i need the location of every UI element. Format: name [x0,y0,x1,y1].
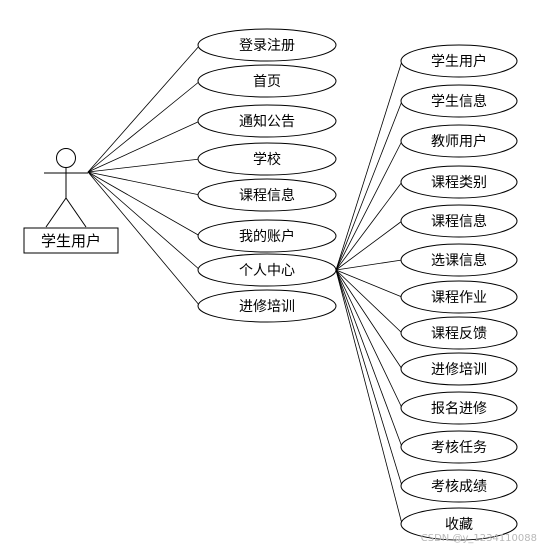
use-case-primary-5: 我的账户 [197,219,337,253]
use-case-center-4: 课程信息 [400,204,518,238]
use-case-center-8: 进修培训 [400,352,518,386]
assoc-actor-to-uc-0 [87,44,201,173]
actor-label-box [23,227,119,254]
use-case-center-12-label: 收藏 [445,517,473,533]
assoc-center-to-uc-12 [335,269,403,525]
use-case-primary-7-label: 进修培训 [239,299,295,315]
assoc-center-to-uc-5 [335,259,403,271]
use-case-primary-0-ellipse [197,28,337,62]
use-case-primary-1: 首页 [197,64,337,98]
use-case-primary-0: 登录注册 [197,28,337,62]
assoc-actor-to-uc-3 [87,158,201,173]
assoc-center-to-uc-7 [335,269,403,334]
use-case-center-9: 报名进修 [400,391,518,425]
use-case-center-0: 学生用户 [400,44,518,78]
use-case-center-6: 课程作业 [400,280,518,314]
use-case-primary-1-ellipse [197,64,337,98]
use-case-center-8-ellipse [400,352,518,386]
actor-label: 学生用户 [41,232,101,250]
use-case-center-2: 教师用户 [400,124,518,158]
use-case-center-5-ellipse [400,243,518,277]
use-case-primary-7-ellipse [197,289,337,323]
use-case-primary-5-label: 我的账户 [239,228,295,245]
use-case-center-10-ellipse [400,430,518,464]
assoc-center-to-uc-0 [335,60,403,271]
use-case-primary-6-label: 个人中心 [239,263,295,279]
assoc-actor-to-uc-2 [87,120,201,173]
use-case-center-1-label: 学生信息 [431,93,487,110]
assoc-actor-to-uc-7 [87,171,201,307]
use-case-center-3-ellipse [400,165,518,199]
watermark: CSDN @y_1234110088 [421,533,537,544]
assoc-center-to-uc-8 [335,269,403,370]
use-case-center-7: 课程反馈 [400,316,518,350]
use-case-center-4-ellipse [400,204,518,238]
assoc-center-to-uc-2 [335,140,403,271]
use-case-center-3: 课程类别 [400,165,518,199]
use-case-primary-2: 通知公告 [197,104,337,138]
use-case-center-7-ellipse [400,316,518,350]
use-case-center-3-label: 课程类别 [431,175,487,191]
use-case-center-6-ellipse [400,280,518,314]
use-case-primary-6: 个人中心 [197,253,337,287]
use-case-center-10-label: 考核任务 [431,440,487,456]
use-case-primary-3-label: 学校 [253,151,281,168]
use-case-primary-2-label: 通知公告 [239,113,295,130]
assoc-center-to-uc-6 [335,269,403,298]
use-case-center-11-label: 考核成绩 [431,479,487,495]
assoc-actor-to-uc-5 [87,171,201,237]
use-case-center-0-label: 学生用户 [431,53,487,70]
assoc-center-to-uc-10 [335,269,403,448]
use-case-primary-4-label: 课程信息 [239,187,295,204]
use-case-center-12-ellipse [400,507,518,541]
actor-student-user: 学生用户 [23,148,119,254]
use-case-primary-5-ellipse [197,219,337,253]
assoc-center-to-uc-1 [335,100,403,271]
use-case-primary-7: 进修培训 [197,289,337,323]
assoc-center-to-uc-9 [335,269,403,409]
use-case-center-2-label: 教师用户 [431,133,487,150]
use-case-center-1: 学生信息 [400,84,518,118]
use-case-primary-4: 课程信息 [197,178,337,212]
use-case-center-0-ellipse [400,44,518,78]
assoc-actor-to-uc-1 [87,80,201,173]
assoc-actor-to-uc-4 [87,171,201,196]
use-case-center-11: 考核成绩 [400,469,518,503]
use-case-center-9-label: 报名进修 [431,401,487,417]
use-case-primary-1-label: 首页 [253,74,281,90]
use-case-primary-3: 学校 [197,142,337,176]
use-case-center-2-ellipse [400,124,518,158]
use-case-primary-3-ellipse [197,142,337,176]
use-case-center-5-label: 选课信息 [431,252,487,269]
use-case-center-11-ellipse [400,469,518,503]
assoc-center-to-uc-3 [335,181,403,271]
assoc-center-to-uc-11 [335,269,403,487]
use-case-center-8-label: 进修培训 [431,362,487,378]
use-case-center-5: 选课信息 [400,243,518,277]
use-case-primary-0-label: 登录注册 [239,38,295,54]
use-case-center-7-label: 课程反馈 [431,326,487,342]
use-case-center-12: 收藏 [400,507,518,541]
use-case-center-10: 考核任务 [400,430,518,464]
assoc-actor-to-uc-6 [87,171,201,271]
use-case-center-9-ellipse [400,391,518,425]
use-case-center-4-label: 课程信息 [431,213,487,230]
actor-right-leg [65,197,87,228]
actor-head [56,148,76,168]
actor-left-leg [45,197,67,228]
use-case-center-6-label: 课程作业 [431,290,487,306]
use-case-primary-2-ellipse [197,104,337,138]
use-case-primary-4-ellipse [197,178,337,212]
association-lines [87,44,403,525]
use-case-primary-6-ellipse [197,253,337,287]
assoc-center-to-uc-4 [335,220,403,271]
use-case-center-1-ellipse [400,84,518,118]
